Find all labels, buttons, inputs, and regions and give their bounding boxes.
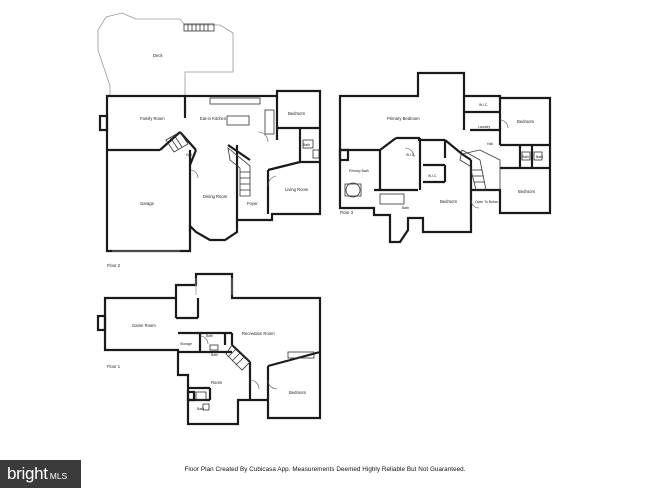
floor-3-stairs <box>459 149 487 191</box>
room-bath-small: Bath <box>197 407 204 411</box>
room-bath-bottom: Bath <box>402 206 409 210</box>
room-deck: Deck <box>153 53 163 58</box>
room-storage: Storage <box>180 342 192 346</box>
room-primary-bath: Primary Bath <box>349 169 369 173</box>
room-living-room: Living Room <box>285 187 309 192</box>
room-bath: Bath <box>303 143 310 147</box>
room-bath-top: Bath <box>206 334 213 338</box>
room-hall: Hall <box>186 153 192 157</box>
room-bedroom-se: Bedroom <box>518 189 536 194</box>
logo-mls-suffix: MLS <box>49 471 68 481</box>
floor-1-plan: Game Room Bath Storage Bath Recreation R… <box>96 272 322 426</box>
room-bedroom: Bedroom <box>288 111 306 116</box>
room-laundry: Laundry <box>478 125 491 129</box>
kitchen-island <box>226 115 250 126</box>
room-garage: Garage <box>140 201 155 206</box>
room-room: Room <box>211 380 223 385</box>
room-eat-in-kitchen: Eat-in Kitchen <box>200 116 227 121</box>
room-wic-small: W.I.C. <box>428 174 437 178</box>
room-hall-3: Hall <box>487 142 493 146</box>
primary-bath-tub <box>345 182 361 198</box>
room-bath-right-b: Bath <box>536 155 543 159</box>
floor-1-dark-fixture <box>186 390 196 402</box>
room-primary-bedroom: Primary Bedroom <box>387 116 420 121</box>
game-room-bumpout <box>96 314 107 332</box>
fireplace-bumpout <box>98 114 109 132</box>
floor-2-outer-wall <box>105 89 322 253</box>
deck-stairs <box>183 23 215 32</box>
floor-3-plan: Primary Bedroom W.I.C. Bedroom Laundry H… <box>338 71 552 244</box>
room-open-to-below: Open To Below <box>475 200 498 204</box>
floor-1-outer-wall <box>103 272 322 426</box>
room-dining-room: Dining Room <box>203 194 228 199</box>
bright-mls-logo: bright MLS <box>0 460 81 488</box>
room-bath-right-a: Bath <box>522 155 529 159</box>
floor-3-label: Floor 3 <box>340 210 354 215</box>
floor-1-stairs <box>225 344 315 371</box>
room-bedroom-ne: Bedroom <box>517 119 535 124</box>
room-bedroom-1: Bedroom <box>289 390 307 395</box>
floor-plan-disclaimer: Floor Plan Created By Cubicasa App. Meas… <box>184 466 466 473</box>
room-recreation-room: Recreation Room <box>242 331 275 336</box>
room-wic-mid: W.I.C. <box>406 153 415 157</box>
floor-2-label: Floor 2 <box>107 263 121 268</box>
room-bedroom-mid: Bedroom <box>440 199 458 204</box>
room-bath-mid: Bath <box>211 353 218 357</box>
floor-2-stairs <box>165 131 251 197</box>
primary-bath-dark-fixture <box>338 148 350 162</box>
floor-3-outer-wall <box>338 71 552 244</box>
logo-wordmark: bright <box>7 464 48 483</box>
room-game-room: Game Room <box>132 323 156 328</box>
floor-2-plan: Deck Family Room Eat-in Kitchen Bedroom … <box>97 12 322 268</box>
deck-outline <box>97 12 234 97</box>
room-foyer: Foyer <box>247 201 258 206</box>
floor-1-label: Floor 1 <box>107 364 121 369</box>
room-family-room: Family Room <box>140 116 165 121</box>
room-wic-top: W.I.C. <box>479 103 488 107</box>
